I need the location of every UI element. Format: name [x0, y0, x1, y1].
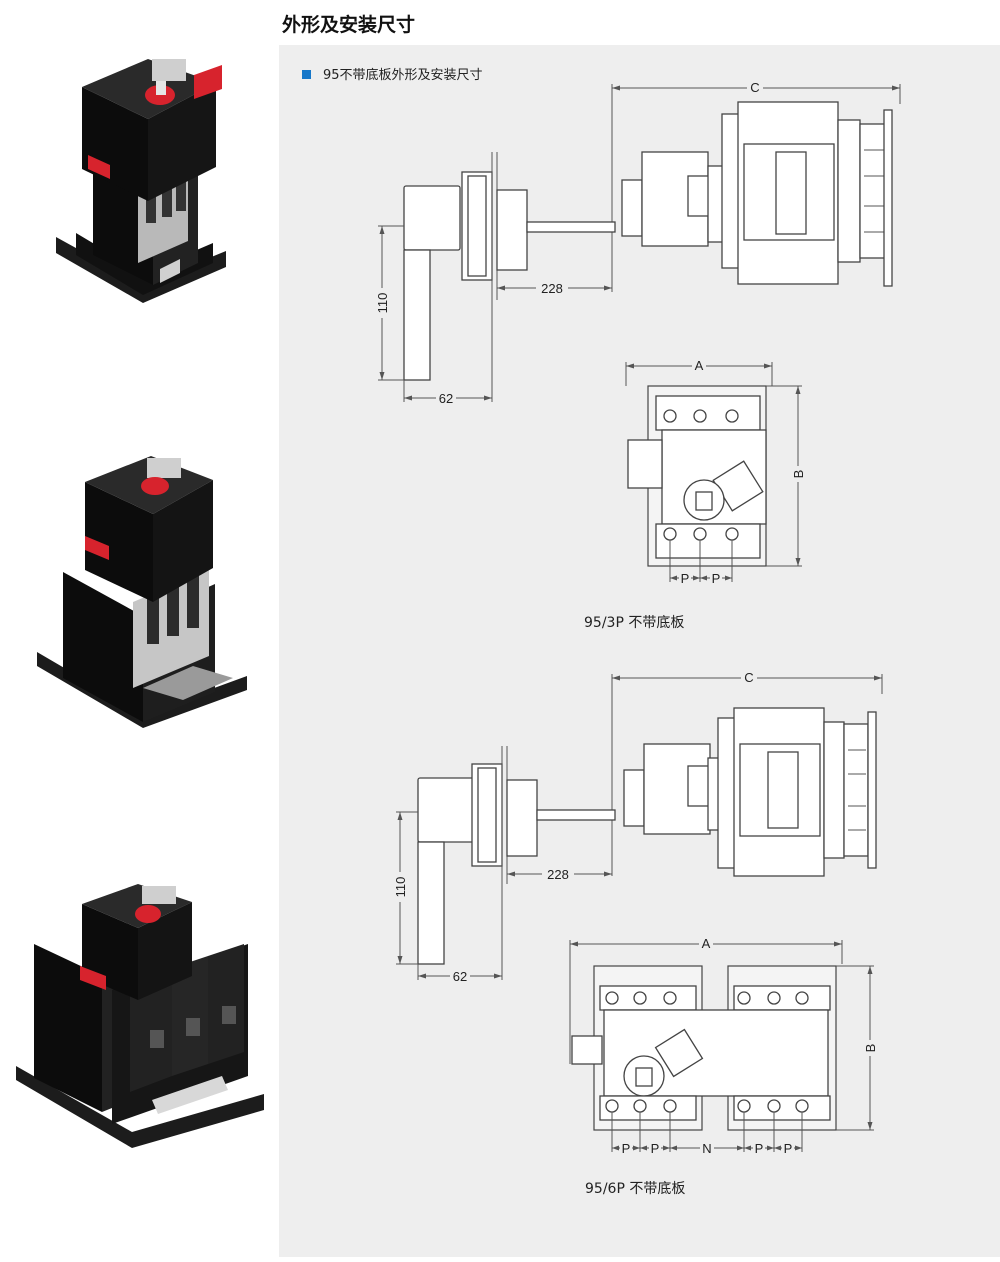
- dim-p2: P: [712, 571, 721, 586]
- dim-c2: C: [744, 670, 753, 685]
- dim-228: 228: [541, 281, 563, 296]
- product-photo-6p: [16, 884, 264, 1148]
- dim-p4-6p: P: [784, 1141, 793, 1156]
- dim-p2-6p: P: [651, 1141, 660, 1156]
- caption-6p: 95/6P 不带底板: [585, 1181, 686, 1197]
- bullet-square-icon: [302, 70, 311, 79]
- dim-62: 62: [439, 391, 453, 406]
- side-view-3p: C 228 110: [375, 80, 901, 406]
- dim-62-2: 62: [453, 969, 467, 984]
- front-view-6p: A B P P N P P: [569, 936, 878, 1156]
- page-title: 外形及安装尺寸: [282, 14, 416, 36]
- dim-228-2: 228: [547, 867, 569, 882]
- section-label-text: 95不带底板外形及安装尺寸: [323, 68, 483, 83]
- dim-c: C: [750, 80, 759, 95]
- product-photo-3p-panel: [37, 456, 247, 728]
- dim-110: 110: [375, 293, 390, 314]
- dim-b-6p: B: [863, 1044, 878, 1053]
- dim-n-6p: N: [702, 1141, 711, 1156]
- caption-3p: 95/3P 不带底板: [584, 615, 685, 631]
- dim-p1-6p: P: [622, 1141, 631, 1156]
- section-label: 95不带底板外形及安装尺寸: [302, 64, 483, 83]
- dim-b: B: [791, 470, 806, 479]
- dim-a-6p: A: [702, 936, 711, 951]
- front-view-3p: A B P P: [625, 358, 806, 586]
- dim-p3-6p: P: [755, 1141, 764, 1156]
- dim-110-2: 110: [393, 877, 408, 898]
- product-photo-3p: [56, 59, 226, 303]
- side-view-6p: C 228 110 62: [393, 670, 883, 984]
- dim-a: A: [695, 358, 704, 373]
- dim-p1: P: [681, 571, 690, 586]
